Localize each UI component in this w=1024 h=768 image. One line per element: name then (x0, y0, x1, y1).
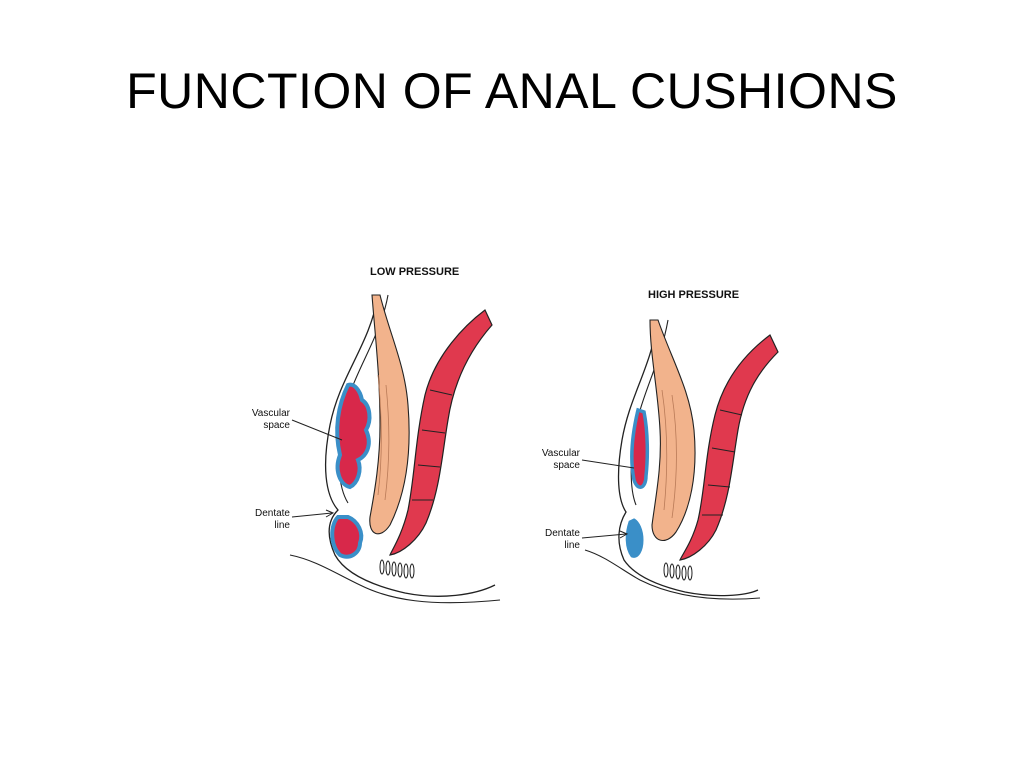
vascular-leader (581, 459, 635, 469)
low-pressure-panel: LOW PRESSURE (230, 255, 520, 615)
dentate-label-line1: Dentate (254, 508, 290, 519)
dentate-label-line2: line (274, 520, 290, 531)
slide-title: FUNCTION OF ANAL CUSHIONS (126, 63, 898, 119)
external-sphincter (663, 562, 693, 581)
vascular-label-line1: Vascular (541, 448, 580, 459)
vascular-label-line2: space (553, 460, 580, 471)
vascular-label-line1: Vascular (251, 408, 290, 419)
internal-sphincter (649, 319, 696, 541)
panel-caption-low: LOW PRESSURE (370, 266, 460, 278)
vascular-space-label-low: Vascular space (230, 408, 290, 432)
skin-line (584, 549, 761, 600)
dentate-leader (291, 512, 333, 518)
dentate-label-line1: Dentate (544, 528, 580, 539)
dentate-label-line2: line (564, 540, 580, 551)
vascular-cushion-upper (335, 382, 372, 490)
anal-cushion-diagram: LOW PRESSURE (230, 255, 790, 615)
rectal-muscle (679, 334, 779, 561)
vascular-cushion-lower (625, 518, 644, 558)
outer-wall (324, 294, 496, 597)
dentate-line-label-low: Dentate line (230, 508, 290, 532)
outer-wall (617, 319, 759, 597)
vascular-space-label-high: Vascular space (520, 448, 580, 472)
low-pressure-illustration (289, 294, 501, 604)
internal-sphincter (369, 294, 410, 535)
vascular-cushion-lower (330, 515, 364, 559)
dentate-leader (581, 533, 627, 539)
dentate-line-label-high: Dentate line (520, 528, 580, 552)
vascular-leader (291, 419, 343, 441)
high-pressure-panel: HIGH PRESSURE (530, 280, 800, 615)
high-pressure-illustration (581, 319, 779, 600)
panel-caption-high: HIGH PRESSURE (648, 289, 740, 301)
vascular-cushion-upper (630, 407, 650, 489)
vascular-label-line2: space (263, 420, 290, 431)
skin-line (289, 554, 501, 604)
external-sphincter (379, 559, 415, 579)
